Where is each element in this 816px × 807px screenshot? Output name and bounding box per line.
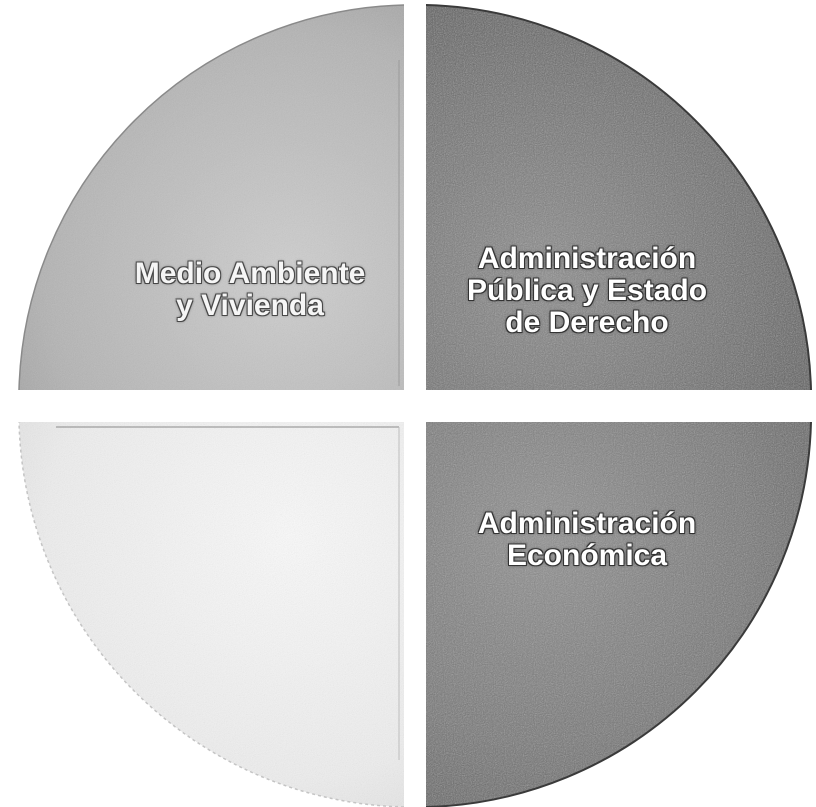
quadrant-medio-ambiente-arc bbox=[18, 4, 405, 391]
label-medio-ambiente-line-1: Medio Ambiente bbox=[134, 257, 366, 290]
quadrant-empty bbox=[19, 422, 404, 807]
label-administracion-publica-line-1: Administración bbox=[477, 242, 697, 275]
label-medio-ambiente-line-2: y Vivienda bbox=[176, 289, 324, 322]
quadrant-administracion-economica bbox=[426, 422, 811, 807]
quadrant-administracion-economica-arc bbox=[425, 421, 812, 807]
label-administracion-economica-line-2: Económica bbox=[506, 539, 668, 572]
label-administracion-publica-line-2: Pública y Estado bbox=[466, 274, 708, 307]
label-administracion-publica-line-3: de Derecho bbox=[505, 306, 669, 339]
label-medio-ambiente: Medio Ambiente y Vivienda bbox=[100, 258, 400, 322]
label-administracion-economica-line-1: Administración bbox=[477, 507, 697, 540]
separator-horizontal bbox=[0, 390, 816, 422]
label-administracion-publica: Administración Pública y Estado de Derec… bbox=[432, 243, 742, 339]
quadrant-administracion-publica-arc bbox=[425, 4, 812, 391]
label-administracion-economica: Administración Económica bbox=[432, 508, 742, 572]
quadrant-administracion-publica bbox=[426, 5, 811, 390]
quadrant-medio-ambiente bbox=[19, 5, 404, 390]
quadrant-empty-arc bbox=[18, 421, 405, 807]
